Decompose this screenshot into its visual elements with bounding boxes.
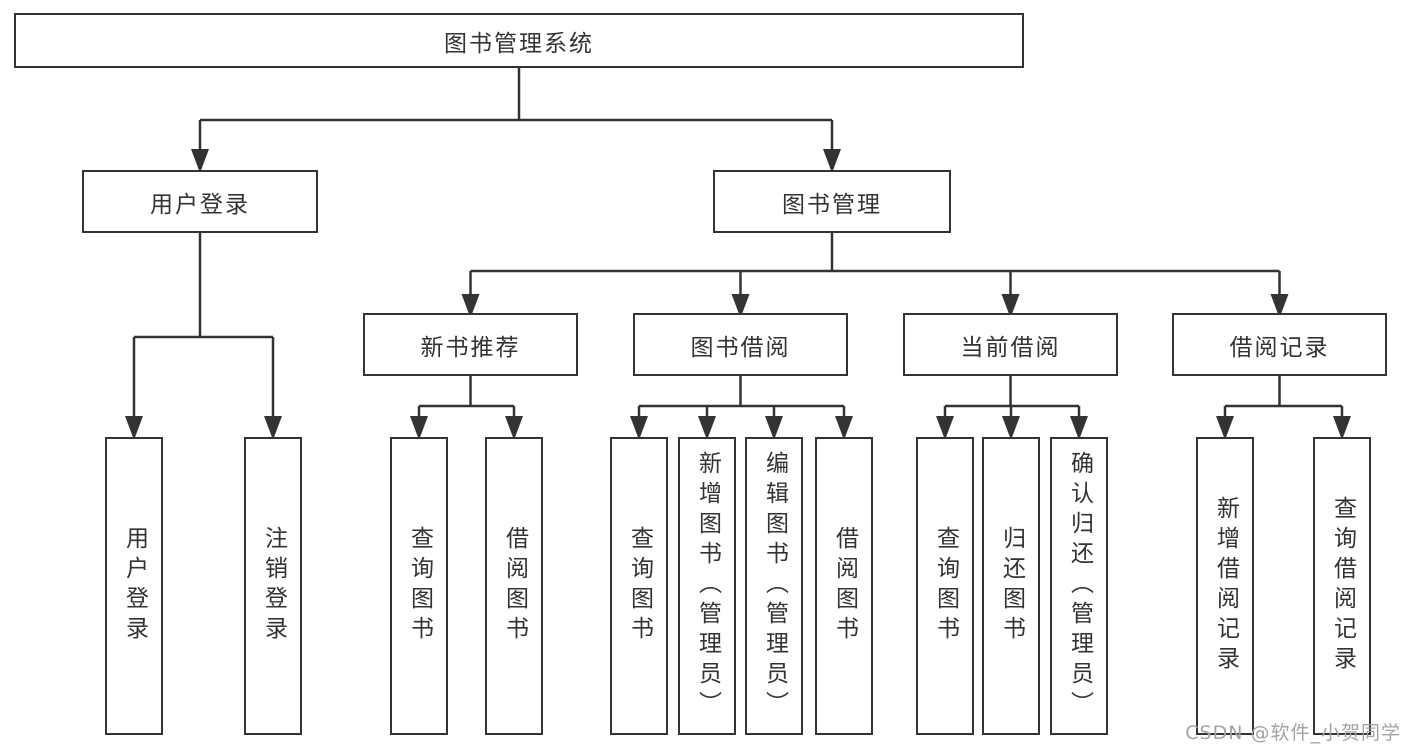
leaf-logout: 注销登录 [244,437,302,735]
leaf-label: 查询图书 [932,526,959,646]
leaf-label: 新增图书（管理员） [694,451,721,721]
leaf-add-borrow-record: 新增借阅记录 [1196,437,1254,735]
leaf-query-borrow-record: 查询借阅记录 [1313,437,1371,735]
node-current-borrowing: 当前借阅 [903,313,1118,376]
node-library-management-system: 图书管理系统 [14,13,1024,68]
leaf-borrow-books-borrowing: 借阅图书 [815,437,873,735]
leaf-label: 借阅图书 [501,526,528,646]
leaf-label: 注销登录 [260,526,287,646]
node-book-borrowing: 图书借阅 [633,313,848,376]
leaf-label: 用户登录 [121,526,148,646]
leaf-edit-books-admin: 编辑图书（管理员） [745,437,803,735]
leaf-add-books-admin: 新增图书（管理员） [678,437,736,735]
leaf-label: 归还图书 [998,526,1025,646]
leaf-label: 查询图书 [406,526,433,646]
leaf-borrow-books-recommend: 借阅图书 [485,437,543,735]
node-book-management: 图书管理 [713,170,951,233]
node-borrowing-records: 借阅记录 [1172,313,1387,376]
node-user-login: 用户登录 [82,170,318,233]
leaf-return-books: 归还图书 [982,437,1040,735]
leaf-label: 查询借阅记录 [1329,496,1356,676]
leaf-label: 查询图书 [626,526,653,646]
leaf-query-books-current: 查询图书 [916,437,974,735]
leaf-label: 编辑图书（管理员） [761,451,788,721]
leaf-user-login: 用户登录 [105,437,163,735]
leaf-label: 新增借阅记录 [1212,496,1239,676]
csdn-watermark: CSDN @软件_小贺同学 [1185,722,1401,744]
node-new-book-recommendation: 新书推荐 [363,313,578,376]
leaf-label: 借阅图书 [831,526,858,646]
leaf-query-books-borrowing: 查询图书 [610,437,668,735]
leaf-query-books-recommend: 查询图书 [390,437,448,735]
leaf-label: 确认归还（管理员） [1066,451,1093,721]
leaf-confirm-return-admin: 确认归还（管理员） [1050,437,1108,735]
